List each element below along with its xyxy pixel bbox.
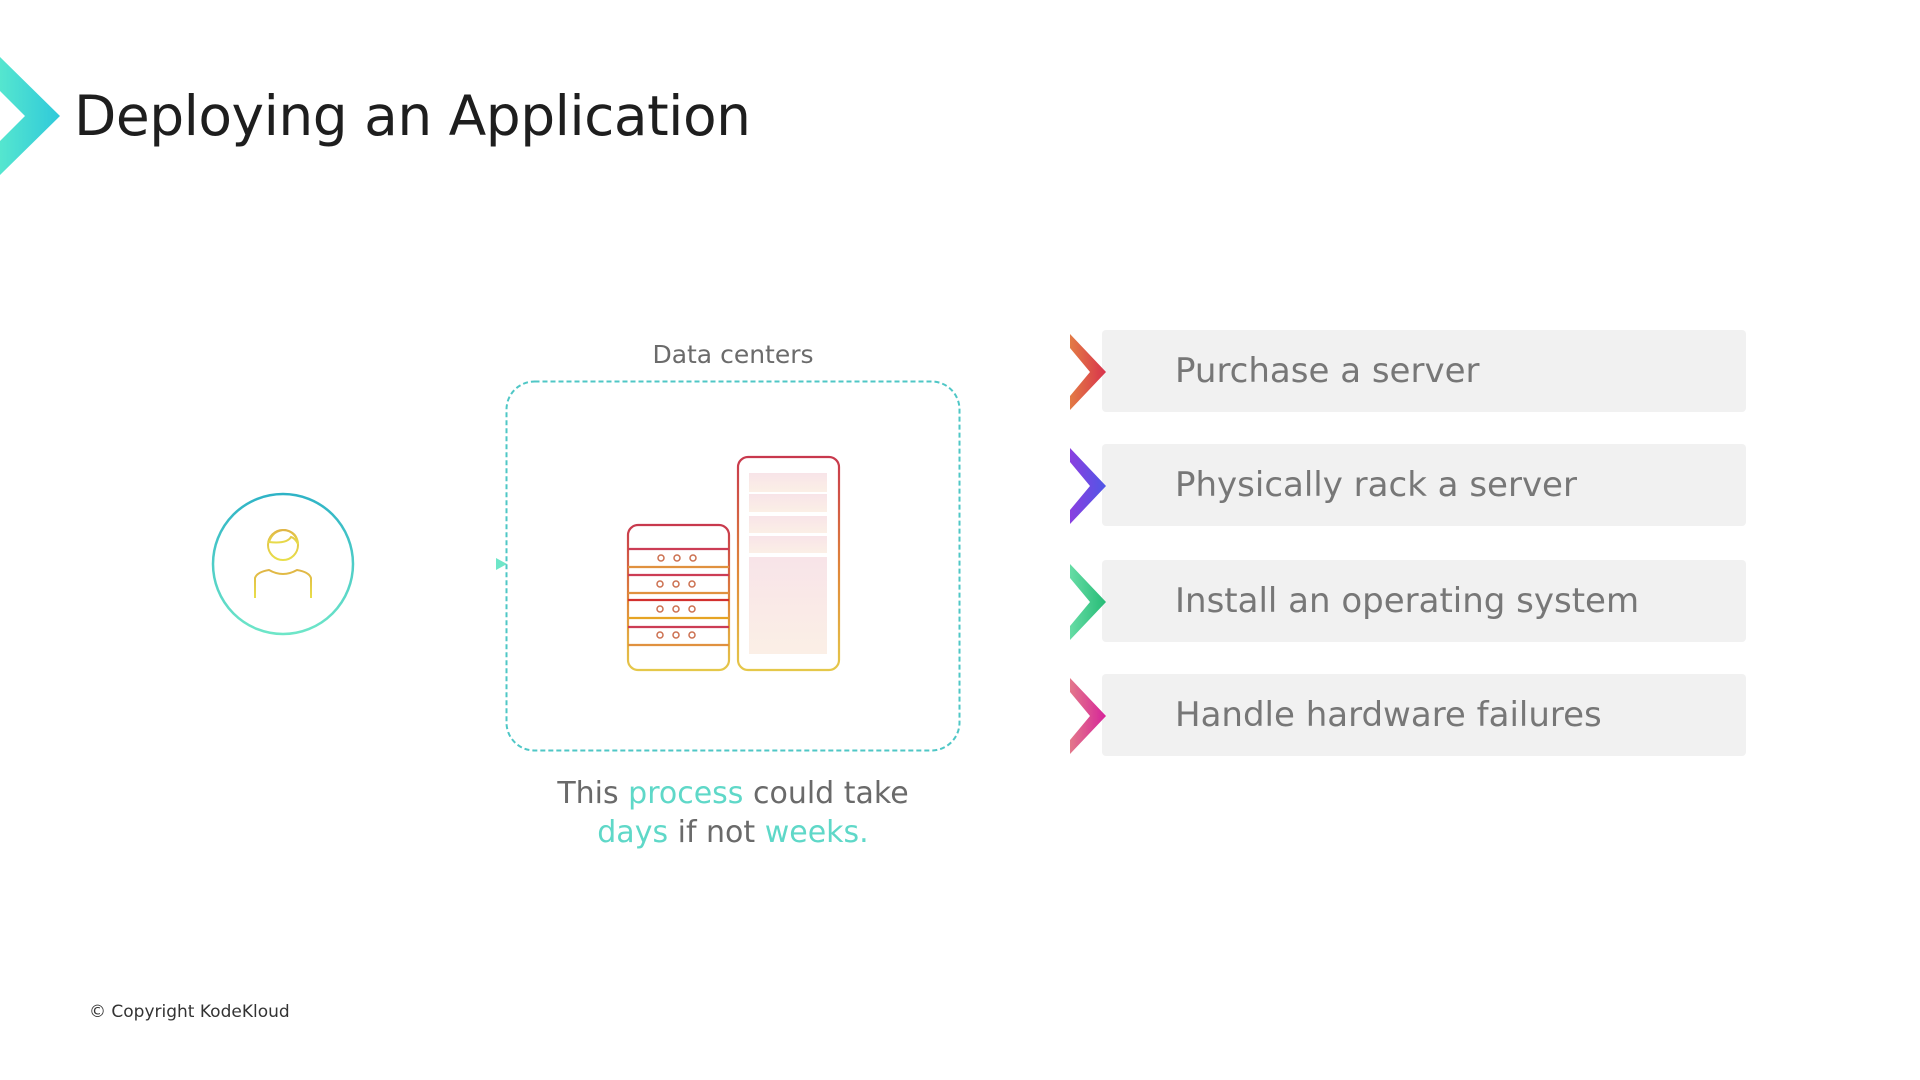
step-label: Purchase a server bbox=[1175, 351, 1480, 391]
step-box bbox=[1102, 674, 1746, 756]
arrow-right-icon bbox=[355, 558, 507, 570]
chevron-right-icon bbox=[1070, 564, 1106, 640]
caption-text: could take bbox=[743, 776, 909, 811]
caption-text: if not bbox=[668, 815, 765, 850]
process-caption: This process could take days if not week… bbox=[505, 774, 961, 852]
chevron-right-icon bbox=[1070, 448, 1106, 524]
step-label: Install an operating system bbox=[1175, 581, 1640, 621]
logo-chevron-icon bbox=[0, 57, 60, 175]
step-label: Handle hardware failures bbox=[1175, 695, 1602, 735]
step-install-os: Install an operating system bbox=[1070, 560, 1770, 642]
chevron-right-icon bbox=[1070, 334, 1106, 410]
step-box bbox=[1102, 330, 1746, 412]
server-rack-icon bbox=[626, 455, 841, 672]
caption-highlight-process: process bbox=[628, 776, 744, 811]
caption-highlight-days: days bbox=[597, 815, 669, 850]
step-purchase-server: Purchase a server bbox=[1070, 330, 1770, 412]
step-label: Physically rack a server bbox=[1175, 465, 1577, 505]
data-center-boundary bbox=[505, 380, 961, 752]
page-title: Deploying an Application bbox=[74, 84, 751, 148]
copyright-notice: © Copyright KodeKloud bbox=[89, 1002, 290, 1022]
step-box bbox=[1102, 560, 1746, 642]
caption-highlight-weeks: weeks. bbox=[764, 815, 869, 850]
data-centers-label: Data centers bbox=[652, 340, 814, 369]
step-box bbox=[1102, 444, 1746, 526]
step-rack-server: Physically rack a server bbox=[1070, 444, 1770, 526]
step-hardware-failures: Handle hardware failures bbox=[1070, 674, 1770, 756]
chevron-right-icon bbox=[1070, 678, 1106, 754]
caption-text: This bbox=[557, 776, 629, 811]
user-icon bbox=[211, 492, 355, 636]
